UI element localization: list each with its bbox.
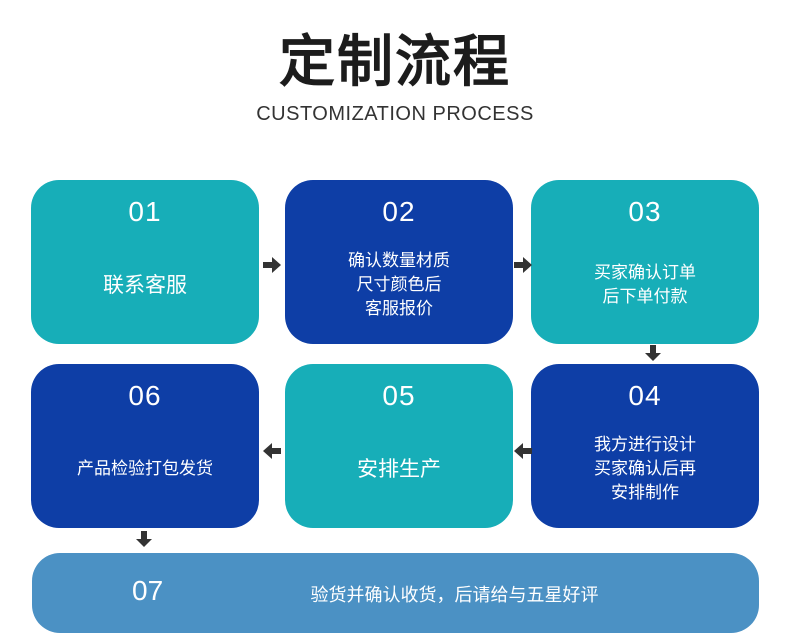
step-text-line: 买家确认后再 <box>594 459 696 479</box>
step-text-line: 尺寸颜色后 <box>356 275 442 295</box>
arrow-down-icon <box>136 531 152 547</box>
step-number: 04 <box>628 380 662 411</box>
step-number: 06 <box>128 380 162 411</box>
step-text: 确认数量材质尺寸颜色后客服报价 <box>293 240 505 330</box>
step-card-03: 03 买家确认订单后下单付款 <box>531 180 759 344</box>
step-text: 安排生产 <box>293 424 505 514</box>
step-text: 产品检验打包发货 <box>39 424 251 514</box>
arrow-down-icon <box>645 345 661 361</box>
step-number: 03 <box>628 196 662 227</box>
step-number: 05 <box>382 380 416 411</box>
arrow-right-icon <box>263 257 281 273</box>
step-text: 我方进行设计买家确认后再安排制作 <box>539 424 751 514</box>
step-number: 07 <box>132 575 164 606</box>
step-text-line: 安排生产 <box>357 457 441 481</box>
step-text: 验货并确认收货，后请给与五星好评 <box>310 585 599 606</box>
step-card-04: 04 我方进行设计买家确认后再安排制作 <box>531 364 759 528</box>
step-text-line: 安排制作 <box>611 483 679 503</box>
step-text-line: 确认数量材质 <box>348 251 450 271</box>
arrow-left-icon <box>514 443 532 459</box>
arrow-left-icon <box>263 443 281 459</box>
step-card-01: 01 联系客服 <box>31 180 259 344</box>
step-card-06: 06 产品检验打包发货 <box>31 364 259 528</box>
page-subtitle: CUSTOMIZATION PROCESS <box>256 103 534 125</box>
step-text-line: 我方进行设计 <box>594 435 696 455</box>
step-text-line: 产品检验打包发货 <box>77 459 213 479</box>
arrow-right-icon <box>514 257 532 273</box>
step-card-05: 05 安排生产 <box>285 364 513 528</box>
step-text-line: 买家确认订单 <box>594 263 696 283</box>
step-text-line: 联系客服 <box>103 273 187 297</box>
step-number: 01 <box>128 196 162 227</box>
step-text: 买家确认订单后下单付款 <box>539 240 751 330</box>
step-card-02: 02 确认数量材质尺寸颜色后客服报价 <box>285 180 513 344</box>
page-title: 定制流程 <box>279 30 511 95</box>
step-number: 02 <box>382 196 416 227</box>
step-text-line: 后下单付款 <box>602 287 688 307</box>
step-text: 联系客服 <box>39 240 251 330</box>
step-card-07: 07 验货并确认收货，后请给与五星好评 <box>32 553 759 633</box>
step-text-line: 客服报价 <box>365 299 433 319</box>
